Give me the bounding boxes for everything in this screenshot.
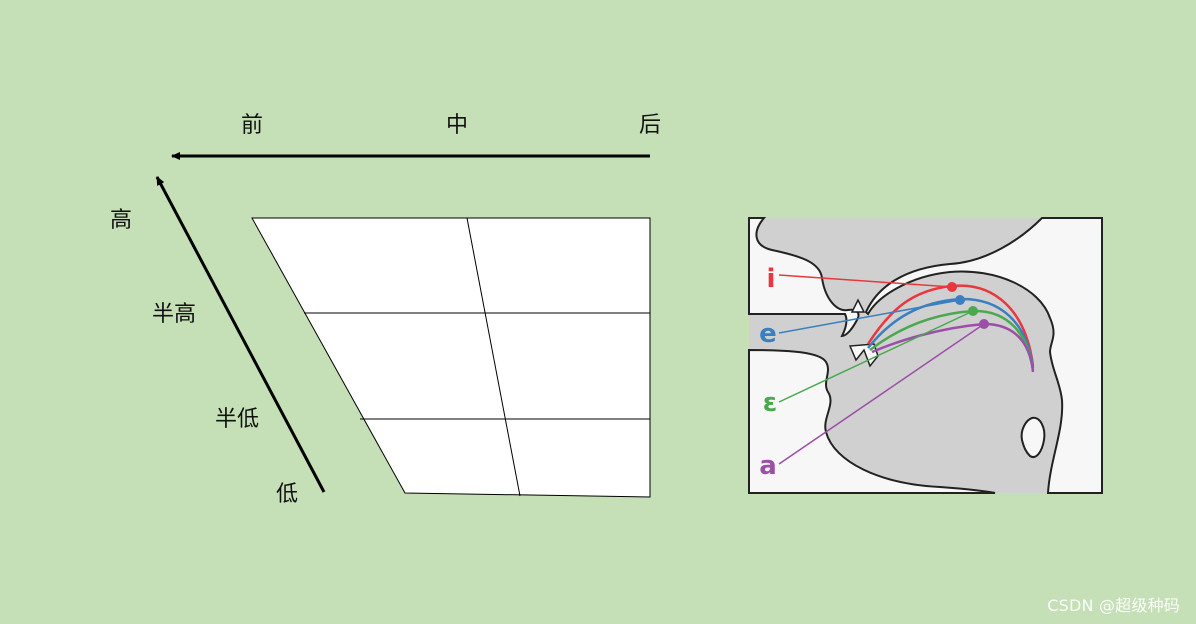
backness-label-central: 中 [446,113,468,138]
point-e [955,295,965,305]
height-axis: 高 半高 半低 低 [110,176,326,507]
leader-line-i [778,274,953,288]
height-label-half-low: 半低 [215,407,259,432]
trapezoid-outline [251,217,651,498]
tongue-position-diagram: i e ɛ a [748,217,1103,494]
point-i [947,282,957,292]
palate [864,217,1103,494]
lower-face [748,348,996,494]
point-a [979,319,989,329]
vowel-label-i: i [767,264,776,294]
backness-axis: 前 中 后 [171,113,661,160]
leader-line-epsilon [778,310,974,403]
vowel-trapezoid [251,217,651,498]
epiglottis [1020,416,1046,458]
watermark: CSDN @超级种码 [1047,596,1180,615]
upper-teeth [850,298,866,313]
height-arrow [155,176,326,493]
vowel-label-e: e [759,319,777,349]
vowel-label-a: a [759,451,777,481]
backness-label-back: 后 [639,113,661,138]
leader-line-e [778,299,961,334]
grid-line-central [466,217,521,497]
backness-label-front: 前 [241,113,263,138]
vowel-label-epsilon: ɛ [763,388,777,418]
height-label-high: 高 [110,208,132,233]
height-label-half-high: 半高 [152,302,196,327]
leader-line-a [778,323,985,465]
point-epsilon [968,306,978,316]
height-label-low: 低 [276,482,298,507]
